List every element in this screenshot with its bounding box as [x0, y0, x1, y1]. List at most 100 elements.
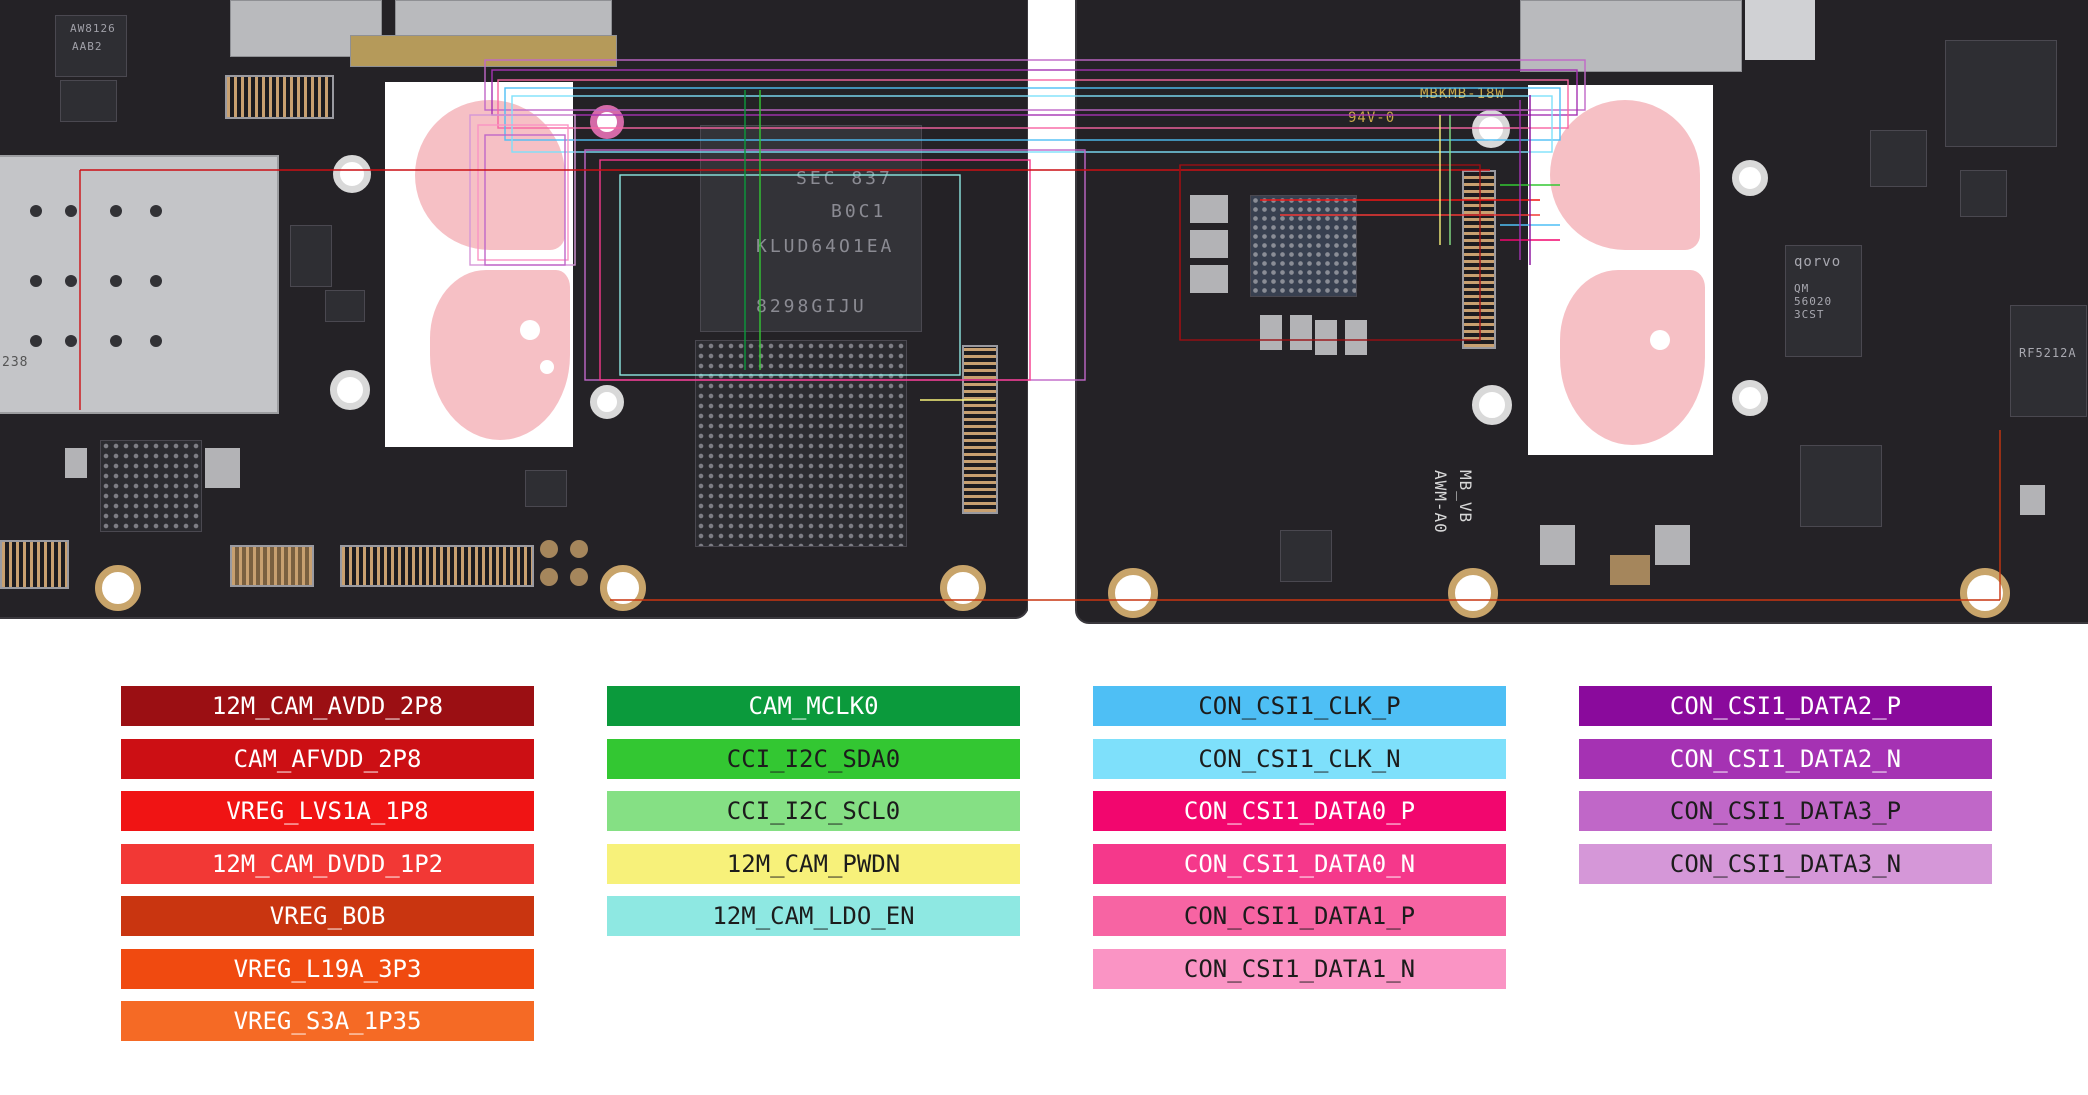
mount-hole [1472, 110, 1510, 148]
pad [1315, 320, 1337, 355]
legend-item: CON_CSI1_DATA1_P [1093, 896, 1506, 936]
legend-item: CCI_I2C_SCL0 [607, 791, 1020, 831]
sim-pad [110, 275, 122, 287]
legend-item: CON_CSI1_CLK_P [1093, 686, 1506, 726]
inductor [1610, 555, 1650, 585]
pad [205, 448, 240, 488]
pad [1190, 195, 1228, 223]
watermark-logo [1550, 100, 1700, 250]
mount-hole [1108, 568, 1158, 618]
silkscreen-mbkmb: MBKMB-18W [1420, 86, 1505, 102]
connector-small [230, 545, 314, 587]
pad [1540, 525, 1575, 565]
legend-item: 12M_CAM_LDO_EN [607, 896, 1020, 936]
chip-pmic-right [1800, 445, 1882, 527]
chip-pmic-bga [100, 440, 202, 532]
legend-column-csi-data: CON_CSI1_DATA2_P CON_CSI1_DATA2_N CON_CSI1… [1579, 686, 1992, 896]
sim-pad [150, 335, 162, 347]
legend-column-csi-clk-data: CON_CSI1_CLK_P CON_CSI1_CLK_N CON_CSI1_DAT… [1093, 686, 1506, 1001]
legend-item: CON_CSI1_DATA3_N [1579, 843, 1992, 884]
chip-small [1280, 530, 1332, 582]
legend-item: CON_CSI1_DATA0_P [1093, 791, 1506, 831]
mount-hole [1960, 568, 2010, 618]
mount-hole [333, 155, 371, 193]
mount-hole [940, 565, 986, 611]
watermark-logo [1560, 270, 1705, 445]
legend-item: VREG_LVS1A_1P8 [121, 791, 534, 831]
legend-item: CON_CSI1_DATA2_N [1579, 738, 1992, 779]
signal-traces [79, 59, 2001, 601]
sim-pad [65, 335, 77, 347]
sim-pad [150, 205, 162, 217]
pad [1190, 230, 1228, 258]
sim-card-tray [0, 155, 279, 414]
chip-camera-bga [1250, 195, 1357, 297]
sim-pad [110, 205, 122, 217]
connector-top [225, 75, 334, 119]
chip-qorvo: qorvo QM 56020 3CST [1785, 245, 1862, 357]
camera-connector [962, 345, 998, 514]
test-point [570, 540, 588, 558]
test-point [540, 568, 558, 586]
shield-gold-strip [350, 35, 617, 67]
pad [1655, 525, 1690, 565]
mount-hole [95, 565, 141, 611]
chip-small [325, 290, 365, 322]
shield-top-right [1745, 0, 1815, 60]
chip-small [1870, 130, 1927, 187]
sim-pad [65, 205, 77, 217]
legend-item: 12M_CAM_DVDD_1P2 [121, 843, 534, 884]
pad [1290, 315, 1312, 350]
chip-small [525, 470, 567, 507]
legend-item: CON_CSI1_DATA3_P [1579, 791, 1992, 831]
legend-item: CON_CSI1_DATA2_P [1579, 686, 1992, 726]
sim-pad [150, 275, 162, 287]
sim-pad [110, 335, 122, 347]
watermark-dot [540, 360, 554, 374]
chip-small [60, 80, 117, 122]
legend-item: CCI_I2C_SDA0 [607, 738, 1020, 779]
legend-item: CON_CSI1_CLK_N [1093, 738, 1506, 779]
pad [1260, 315, 1282, 350]
sim-pad [65, 275, 77, 287]
pad [65, 448, 87, 478]
chip-rf5212a: RF5212A [2010, 305, 2087, 417]
connector-edge [0, 540, 69, 589]
pad [2020, 485, 2045, 515]
legend-item: CAM_MCLK0 [607, 686, 1020, 726]
pad [1345, 320, 1367, 355]
mount-hole [330, 370, 370, 410]
connector-bottom [340, 545, 534, 587]
mount-hole [600, 565, 646, 611]
mount-hole [590, 385, 624, 419]
watermark-dot [1650, 330, 1670, 350]
chip-top-right [1945, 40, 2057, 147]
legend-item: VREG_BOB [121, 896, 534, 936]
mount-hole [1472, 385, 1512, 425]
mount-hole [1732, 160, 1768, 196]
mount-hole [1732, 380, 1768, 416]
pcb-board-photo: 238 AW8126 AAB2 SEC 837 B0C1 KLUD64O1EA … [0, 0, 2088, 624]
pad [1190, 265, 1228, 293]
watermark-logo [430, 270, 570, 440]
legend-item: CAM_AFVDD_2P8 [121, 738, 534, 779]
chip-aw8126: AW8126 AAB2 [55, 15, 127, 77]
silkscreen-94v: 94V-0 [1348, 110, 1396, 126]
watermark-dot [520, 320, 540, 340]
legend-item: 12M_CAM_PWDN [607, 843, 1020, 884]
sim-pad [30, 205, 42, 217]
legend-item: VREG_S3A_1P35 [121, 1001, 534, 1041]
board-gap [1028, 0, 1072, 610]
legend-item: CON_CSI1_DATA0_N [1093, 843, 1506, 884]
legend-item: VREG_L19A_3P3 [121, 948, 534, 989]
chip-small [1960, 170, 2007, 217]
sim-pad [30, 275, 42, 287]
test-point [570, 568, 588, 586]
mount-hole [1448, 568, 1498, 618]
silkscreen-238: 238 [2, 355, 29, 370]
legend-item: CON_CSI1_DATA1_N [1093, 948, 1506, 989]
sim-pad [30, 335, 42, 347]
